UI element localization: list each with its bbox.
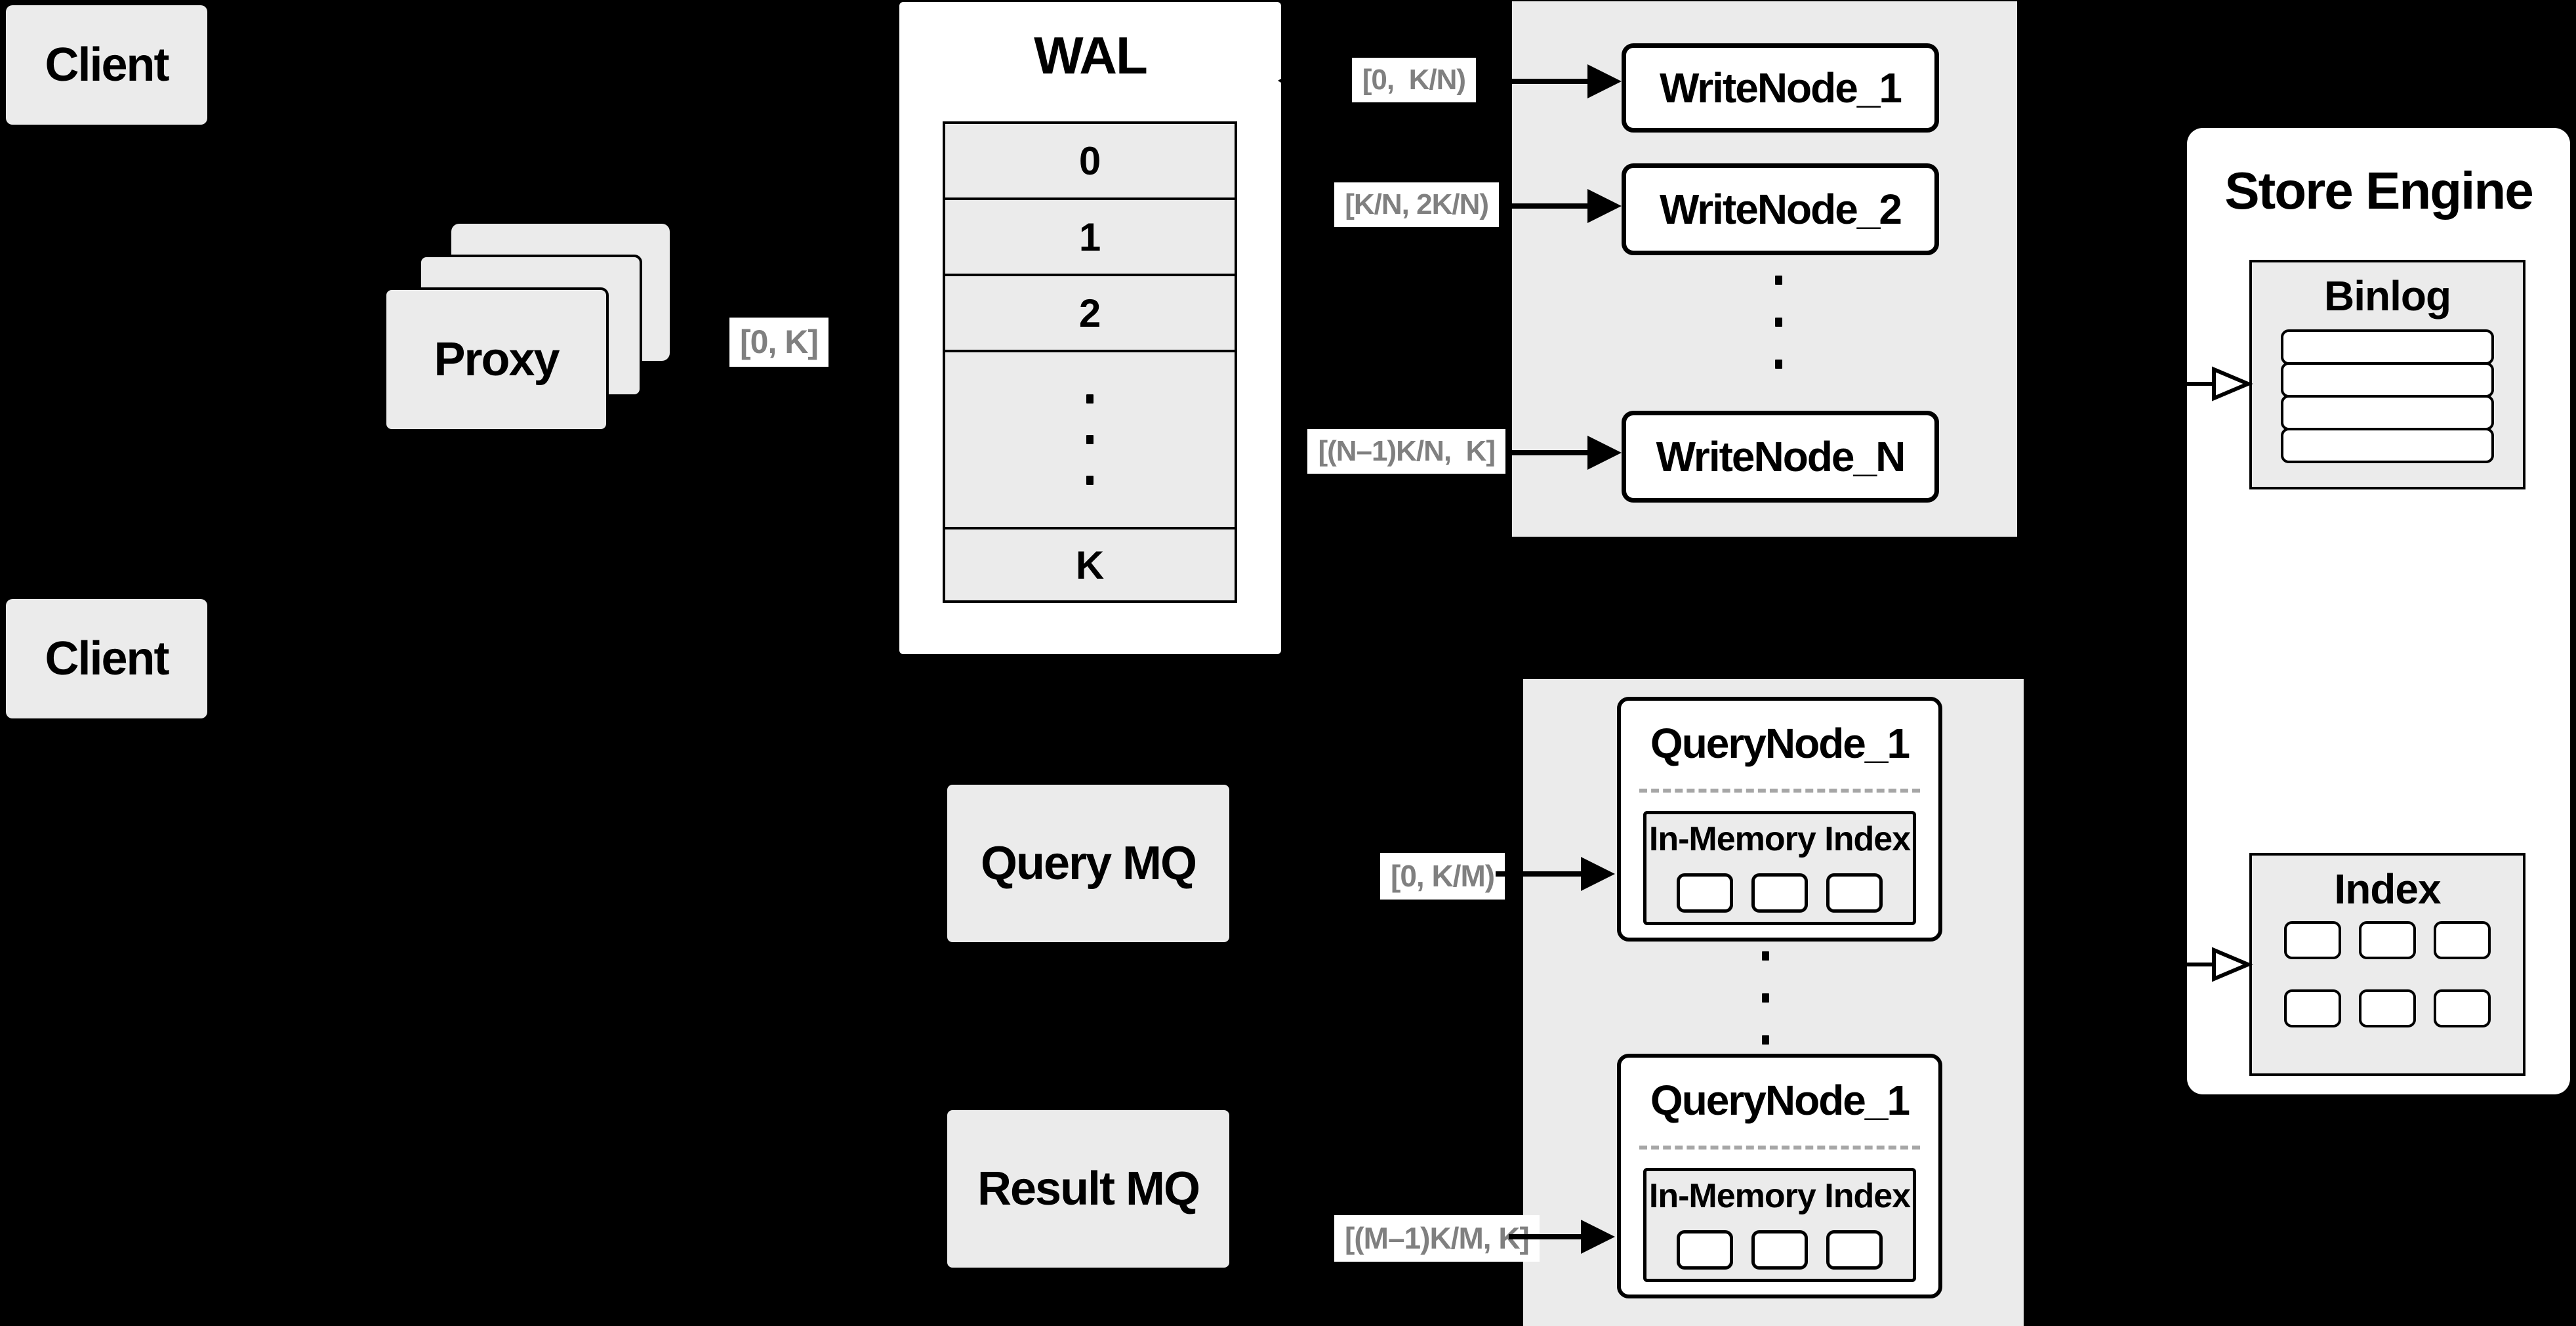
range-chip-writenode-1: [0, K/N) bbox=[1351, 58, 1476, 103]
wal-table: 0 1 2 K bbox=[943, 121, 1237, 603]
ellipsis-dot bbox=[1086, 435, 1094, 444]
client-bottom-node: Client bbox=[6, 599, 207, 718]
arrowhead-querynode-2-icon bbox=[1581, 1220, 1615, 1254]
query-mq-node: Query MQ bbox=[947, 785, 1229, 942]
write-node-1: WriteNode_1 bbox=[1622, 43, 1939, 133]
arrow-line-index bbox=[2187, 963, 2215, 966]
index-cell bbox=[2434, 989, 2491, 1027]
ellipsis-dot bbox=[1775, 276, 1782, 285]
wal-row-2: 2 bbox=[945, 276, 1235, 352]
query-mq-label: Query MQ bbox=[980, 837, 1197, 890]
client-top-node: Client bbox=[6, 5, 207, 125]
ellipsis-dot bbox=[1775, 318, 1782, 327]
ellipsis-dot bbox=[1775, 360, 1782, 369]
client-bottom-label: Client bbox=[45, 632, 169, 685]
binlog-row bbox=[2281, 362, 2494, 398]
range-chip-writenode-2: [K/N, 2K/N) bbox=[1334, 182, 1499, 228]
arrow-line-writenode-n bbox=[1509, 450, 1591, 455]
arrow-line-writenode-1 bbox=[1479, 79, 1591, 84]
binlog-row bbox=[2281, 329, 2494, 365]
binlog-panel: Binlog bbox=[2249, 260, 2525, 489]
inmem-cell bbox=[1826, 1230, 1883, 1270]
ellipsis-dot bbox=[1762, 1035, 1769, 1045]
inmem-cell bbox=[1826, 873, 1883, 913]
arrow-line-querynode-1 bbox=[1496, 871, 1581, 877]
inmem-cell bbox=[1677, 873, 1733, 913]
write-node-n: WriteNode_N bbox=[1622, 411, 1939, 503]
arrowhead-writenode-1-icon bbox=[1587, 64, 1622, 98]
inmem-cell bbox=[1751, 1230, 1808, 1270]
query-nodes-ellipsis bbox=[1762, 951, 1769, 1045]
write-node-2-label: WriteNode_2 bbox=[1659, 186, 1902, 233]
write-node-n-label: WriteNode_N bbox=[1656, 433, 1906, 480]
inmemory-index-cells bbox=[1646, 873, 1913, 913]
proxy-label: Proxy bbox=[434, 333, 560, 386]
query-node-1-divider bbox=[1639, 789, 1920, 793]
binlog-row bbox=[2281, 428, 2494, 463]
query-node-2-title: QueryNode_1 bbox=[1650, 1077, 1910, 1124]
query-node-2: QueryNode_1 In-Memory Index bbox=[1617, 1054, 1942, 1298]
inmemory-index-title: In-Memory Index bbox=[1648, 1177, 1911, 1215]
arrow-line-writenode-2 bbox=[1502, 203, 1591, 209]
index-cell bbox=[2284, 921, 2341, 959]
index-cell bbox=[2434, 921, 2491, 959]
wal-panel: WAL 0 1 2 K bbox=[899, 2, 1281, 654]
client-top-label: Client bbox=[45, 39, 169, 91]
index-title: Index bbox=[2334, 865, 2441, 913]
query-node-2-divider bbox=[1639, 1146, 1920, 1150]
wal-edge-arrowhead-icon bbox=[1278, 73, 1290, 88]
arrowhead-writenode-2-icon bbox=[1587, 189, 1622, 223]
binlog-rows bbox=[2281, 329, 2494, 463]
index-cell bbox=[2359, 921, 2416, 959]
arrow-line-querynode-2 bbox=[1509, 1234, 1581, 1239]
inmem-cell bbox=[1751, 873, 1808, 913]
wal-row-k: K bbox=[945, 529, 1235, 600]
write-node-2: WriteNode_2 bbox=[1622, 163, 1939, 255]
arrowhead-writenode-n-icon bbox=[1587, 436, 1622, 470]
inmemory-index-cells bbox=[1646, 1230, 1913, 1270]
arrowhead-querynode-1-icon bbox=[1581, 857, 1615, 891]
wal-row-0: 0 bbox=[945, 124, 1235, 200]
range-chip-proxy-wal: [0, K] bbox=[729, 318, 828, 367]
write-nodes-ellipsis bbox=[1775, 276, 1782, 369]
ellipsis-dot bbox=[1762, 993, 1769, 1003]
index-cell bbox=[2284, 989, 2341, 1027]
ellipsis-dot bbox=[1086, 476, 1094, 485]
wal-row-1: 1 bbox=[945, 200, 1235, 276]
arrow-line-binlog bbox=[2187, 382, 2215, 386]
arrowhead-index-icon bbox=[2212, 947, 2253, 982]
query-node-2-inmemory-index: In-Memory Index bbox=[1643, 1168, 1916, 1282]
index-cell bbox=[2359, 989, 2416, 1027]
index-panel: Index bbox=[2249, 853, 2525, 1076]
inmemory-index-title: In-Memory Index bbox=[1648, 820, 1911, 858]
range-chip-querynode-2: [(M–1)K/M, K] bbox=[1334, 1215, 1540, 1262]
ellipsis-dot bbox=[1762, 951, 1769, 961]
result-mq-node: Result MQ bbox=[947, 1110, 1229, 1268]
query-node-1-inmemory-index: In-Memory Index bbox=[1643, 811, 1916, 925]
ellipsis-dot bbox=[1086, 394, 1094, 404]
proxy-node: Proxy bbox=[384, 287, 609, 432]
inmem-cell bbox=[1677, 1230, 1733, 1270]
write-node-1-label: WriteNode_1 bbox=[1659, 64, 1902, 112]
query-node-1-title: QueryNode_1 bbox=[1650, 720, 1910, 767]
range-chip-querynode-1: [0, K/M) bbox=[1380, 853, 1505, 900]
index-cells bbox=[2252, 921, 2523, 1027]
result-mq-label: Result MQ bbox=[977, 1163, 1200, 1215]
store-engine-title: Store Engine bbox=[2224, 161, 2533, 220]
wal-title: WAL bbox=[1034, 26, 1148, 85]
binlog-title: Binlog bbox=[2323, 272, 2451, 320]
binlog-row bbox=[2281, 395, 2494, 430]
wal-row-ellipsis bbox=[945, 352, 1235, 529]
query-node-1: QueryNode_1 In-Memory Index bbox=[1617, 697, 1942, 942]
range-chip-writenode-n: [(N–1)K/N, K] bbox=[1307, 429, 1505, 474]
store-engine-panel: Store Engine Binlog Index bbox=[2187, 128, 2570, 1094]
arrowhead-binlog-icon bbox=[2212, 366, 2253, 402]
